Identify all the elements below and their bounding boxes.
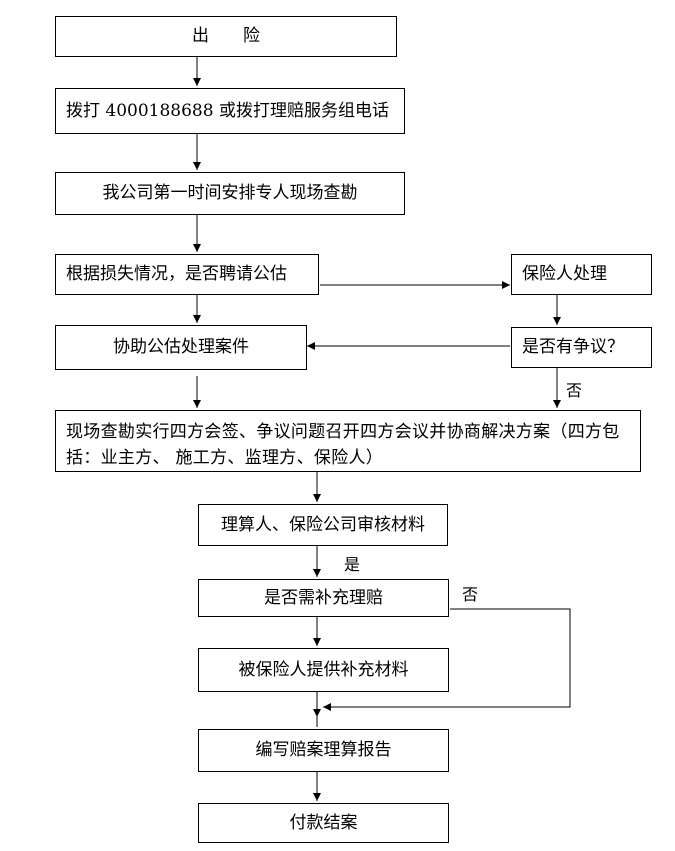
node-payment: 付款结案 xyxy=(198,803,449,843)
label-no-supplement: 否 xyxy=(462,585,479,604)
label-yes-supplement: 是 xyxy=(344,555,361,574)
node-start: 出 险 xyxy=(55,16,397,57)
node-four-party: 现场查勘实行四方会签、争议问题召开四方会议并协商解决方案（四方包括：业主方、 施… xyxy=(55,410,641,472)
node-review: 理算人、保险公司审核材料 xyxy=(198,504,448,546)
node-call: 拨打 4000188688 或拨打理赔服务组电话 xyxy=(55,88,405,134)
node-survey: 我公司第一时间安排专人现场查勘 xyxy=(55,172,405,215)
label-no-dispute: 否 xyxy=(566,381,583,400)
node-dispute: 是否有争议？ xyxy=(511,327,652,368)
node-report: 编写赔案理算报告 xyxy=(198,729,449,772)
node-provide-materials: 被保险人提供补充材料 xyxy=(198,648,449,692)
node-need-supplement: 是否需补充理赔 xyxy=(198,579,449,617)
node-assist-assessor: 协助公估处理案件 xyxy=(55,325,307,370)
node-insurer-handle: 保险人处理 xyxy=(511,254,652,295)
node-decide-assessor: 根据损失情况，是否聘请公估 xyxy=(55,254,319,295)
arrow-supplement-no-bypass xyxy=(323,608,571,711)
